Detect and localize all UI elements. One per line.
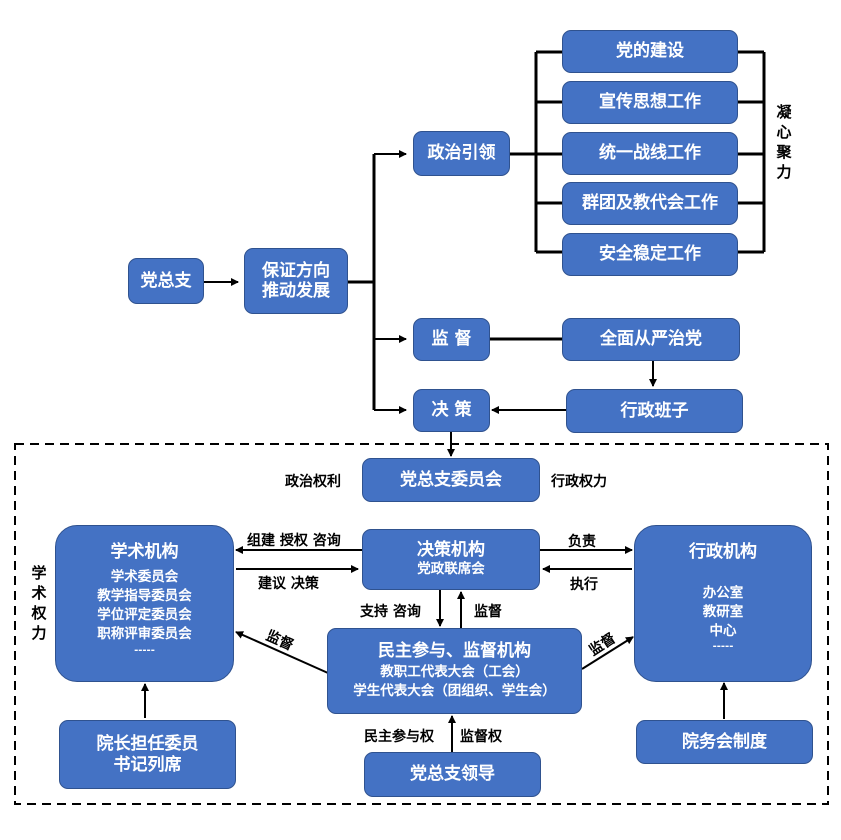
cohesion-label: 凝 心 聚 力 (775, 102, 793, 182)
democratic-body-box[interactable]: 民主参与、监督机构 教职工代表大会（工会） 学生代表大会（团组织、学生会） (327, 628, 582, 714)
political-lead-box[interactable]: 政治引领 (413, 131, 510, 176)
admin-item: ----- (712, 641, 734, 653)
party-branch-box[interactable]: 党总支 (128, 258, 204, 304)
supervision-label: 监 督 (431, 329, 472, 350)
decision-body-box[interactable]: 决策机构 党政联席会 (362, 529, 540, 590)
cohesion-char: 凝 (776, 103, 792, 121)
edge-label-responsible: 负责 (568, 534, 596, 550)
decision-body-title: 决策机构 (417, 539, 485, 560)
academic-power-char: 术 (31, 584, 47, 602)
party-leadership-box[interactable]: 党总支领导 (364, 752, 541, 797)
cohesion-char: 力 (776, 163, 792, 181)
edge-label-organize: 组建 授权 咨询 (247, 533, 341, 549)
academic-item: ----- (134, 645, 155, 657)
academic-power-char: 力 (31, 624, 47, 642)
council-box[interactable]: 院务会制度 (636, 720, 813, 764)
edge-label-democratic-right: 民主参与权 (364, 729, 434, 745)
branch-party-building[interactable]: 党的建设 (562, 30, 738, 73)
academic-power-label: 学 术 权 力 (30, 563, 48, 643)
democratic-body-title: 民主参与、监督机构 (378, 640, 531, 661)
academic-power-char: 学 (31, 564, 47, 582)
decision-label: 决 策 (431, 400, 472, 421)
direction-box[interactable]: 保证方向 推动发展 (244, 248, 348, 314)
academic-body-box[interactable]: 学术机构 学术委员会 教学指导委员会 学位评定委员会 职称评审委员会 ----- (55, 525, 234, 682)
political-lead-label: 政治引领 (427, 143, 496, 164)
academic-item: 职称评审委员会 (97, 626, 192, 643)
dean-line-2: 书记列席 (113, 754, 182, 775)
admin-body-box[interactable]: 行政机构 办公室 教研室 中心 ----- (634, 525, 812, 682)
strict-party-box[interactable]: 全面从严治党 (562, 318, 740, 361)
democratic-item: 学生代表大会（团组织、学生会） (353, 683, 556, 700)
branch-label: 安全稳定工作 (599, 244, 701, 265)
political-rights-label: 政治权利 (285, 474, 341, 490)
branch-label: 统一战线工作 (599, 143, 701, 164)
admin-item: 教研室 (702, 604, 744, 621)
admin-team-label: 行政班子 (620, 400, 689, 421)
admin-item: 中心 (709, 623, 737, 640)
branch-label: 党的建设 (616, 41, 684, 62)
academic-power-char: 权 (31, 604, 47, 622)
admin-team-box[interactable]: 行政班子 (566, 389, 743, 433)
dean-box[interactable]: 院长担任委员 书记列席 (59, 720, 236, 789)
direction-line-2: 推动发展 (262, 281, 330, 301)
academic-item: 学术委员会 (110, 569, 179, 586)
direction-line-1: 保证方向 (262, 260, 330, 281)
branch-united-front[interactable]: 统一战线工作 (562, 132, 738, 175)
edge-label-support: 支持 咨询 (360, 604, 421, 620)
branch-label: 群团及教代会工作 (582, 193, 718, 214)
democratic-item: 教职工代表大会（工会） (380, 664, 529, 681)
party-branch-label: 党总支 (140, 270, 192, 291)
academic-item: 学位评定委员会 (97, 607, 192, 624)
edge-label-advise: 建议 决策 (258, 576, 319, 592)
branch-propaganda[interactable]: 宣传思想工作 (562, 81, 738, 124)
committee-box[interactable]: 党总支委员会 (362, 458, 540, 502)
decision-box[interactable]: 决 策 (413, 389, 490, 432)
edge-label-execute: 执行 (570, 577, 598, 593)
dean-line-1: 院长担任委员 (96, 734, 199, 755)
strict-party-label: 全面从严治党 (600, 329, 702, 350)
committee-label: 党总支委员会 (400, 469, 502, 490)
branch-label: 宣传思想工作 (599, 92, 701, 113)
branch-safety[interactable]: 安全稳定工作 (562, 233, 738, 276)
academic-item: 教学指导委员会 (97, 588, 192, 605)
council-label: 院务会制度 (682, 731, 767, 752)
admin-body-title: 行政机构 (689, 542, 757, 562)
edge-label-supervision-right: 监督权 (460, 729, 502, 745)
academic-body-title: 学术机构 (110, 542, 179, 562)
cohesion-char: 心 (776, 123, 792, 141)
branch-mass-groups[interactable]: 群团及教代会工作 (562, 182, 738, 225)
party-leadership-label: 党总支领导 (410, 764, 495, 785)
supervision-box[interactable]: 监 督 (413, 318, 490, 361)
admin-item: 办公室 (702, 585, 744, 602)
cohesion-char: 聚 (776, 143, 792, 161)
decision-body-item: 党政联席会 (417, 561, 485, 578)
edge-label-supervise-up: 监督 (474, 604, 502, 620)
admin-power-label: 行政权力 (551, 474, 607, 490)
